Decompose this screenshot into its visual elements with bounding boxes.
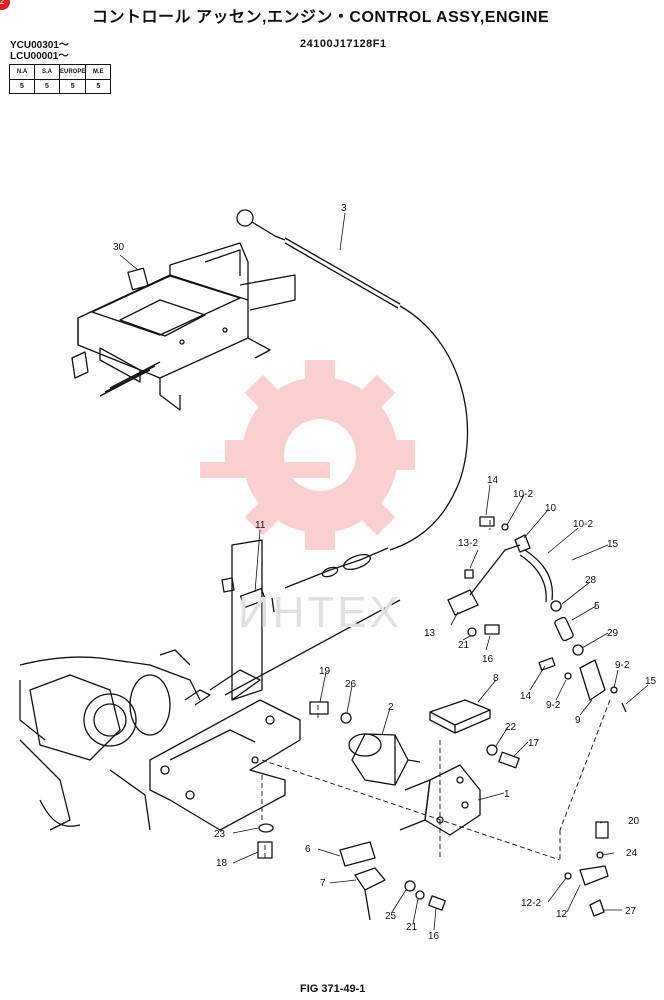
callout: 15 xyxy=(607,539,619,550)
serial-range-2: LCU00001～ xyxy=(10,51,69,62)
callout: 19 xyxy=(319,666,331,677)
callout: 20 xyxy=(628,816,640,827)
callout: 10 xyxy=(545,503,557,514)
callout: 2 xyxy=(388,702,394,713)
callout: 17 xyxy=(528,738,540,749)
callout: 3 xyxy=(341,203,347,214)
figure-label: FIG 371-49-1 xyxy=(300,983,366,995)
callout: 16 xyxy=(428,931,440,942)
part-11-clip xyxy=(221,539,275,701)
callout: 9 xyxy=(575,715,581,726)
callout: 18 xyxy=(216,858,228,869)
watermark-gear-icon xyxy=(200,360,415,550)
callout: 21 xyxy=(406,922,418,933)
callout: 6 xyxy=(305,844,311,855)
callout: 15 xyxy=(645,676,657,687)
callout: 21 xyxy=(458,640,470,651)
callout: 9-2 xyxy=(546,700,561,711)
region-value: 5 xyxy=(9,79,35,94)
callout: 24 xyxy=(626,848,638,859)
callout: 5 xyxy=(594,601,600,612)
page-title: コントロール アッセン,エンジン・CONTROL ASSY,ENGINE xyxy=(92,9,550,26)
callout: 25 xyxy=(385,911,397,922)
callout: 26 xyxy=(345,679,357,690)
part-6-7-switch xyxy=(339,841,446,921)
callout: 29 xyxy=(607,628,619,639)
callout: 14 xyxy=(487,475,499,486)
part-2-actuator xyxy=(348,733,421,786)
callout: 27 xyxy=(625,906,637,917)
part-8-plate xyxy=(429,699,491,734)
callout: 9-2 xyxy=(615,660,630,671)
callout: 7 xyxy=(320,878,326,889)
region-value: 5 xyxy=(85,79,112,94)
region-table: N.A S.A EUROPE M.E 5 5 5 5 xyxy=(9,64,112,94)
callout: 12-2 xyxy=(521,898,541,909)
callout: 14 xyxy=(520,691,532,702)
callout: 30 xyxy=(113,242,125,253)
callout: 11 xyxy=(255,520,266,531)
watermark-text: ИНТЕХ xyxy=(238,588,402,637)
part-9-lever xyxy=(538,657,627,713)
callout: 13 xyxy=(424,628,436,639)
spacer-parts xyxy=(550,600,584,656)
corner-badge: 2 xyxy=(0,0,10,10)
callout: 1 xyxy=(504,789,510,800)
engine-block xyxy=(19,649,201,831)
serial-range-1: YCU00301～ xyxy=(10,40,69,51)
callout: 23 xyxy=(214,829,226,840)
seat-frame-assembly xyxy=(71,242,296,411)
mounting-bracket xyxy=(149,599,401,831)
callout: 13-2 xyxy=(458,538,478,549)
callout: 28 xyxy=(585,575,597,586)
part-1-bracket xyxy=(399,764,481,836)
throttle-cable xyxy=(236,209,469,589)
callout: 10-2 xyxy=(573,519,593,530)
region-value: 5 xyxy=(58,79,87,94)
leader-lines xyxy=(119,212,649,931)
callout: 8 xyxy=(493,673,499,684)
callout-labels: 3 30 14 10-2 10 10-2 13-2 15 11 28 5 13 … xyxy=(113,203,657,942)
callout: 10-2 xyxy=(513,489,533,500)
callout: 16 xyxy=(482,654,494,665)
linkage-rod xyxy=(447,516,554,637)
callout: 22 xyxy=(505,722,517,733)
fasteners xyxy=(257,701,520,859)
assembly-guide-lines xyxy=(261,520,611,861)
callout: 12 xyxy=(556,909,568,920)
part-code: 24100J17128F1 xyxy=(300,38,387,50)
